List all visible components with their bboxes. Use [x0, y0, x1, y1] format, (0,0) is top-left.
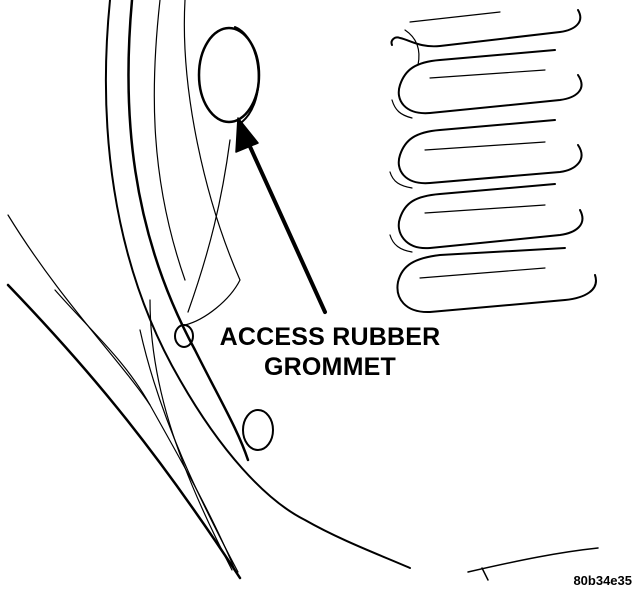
cushion-bolster-3: [397, 183, 584, 250]
figure-id: 80b34e35: [573, 573, 632, 588]
callout-line-2: GROMMET: [264, 353, 396, 381]
cushion-fold-3: [389, 234, 413, 253]
panel-outer-edge: [104, 0, 411, 569]
arrow-head: [235, 117, 259, 153]
cushion-roll-1: [404, 29, 420, 66]
cushion-line-3: [424, 204, 546, 214]
structure-line-4: [149, 299, 233, 571]
cushion-bolster-2: [397, 119, 583, 185]
seat-cushion: [389, 9, 597, 314]
floor-line: [467, 547, 599, 573]
grommet-callout-label: ACCESS RUBBER GROMMET: [190, 322, 470, 382]
panel-trim-line: [153, 0, 186, 281]
round-hole: [242, 409, 274, 451]
panel-arc-center: [187, 139, 231, 313]
structure-line-2: [7, 214, 236, 571]
structure-line-1: [6, 283, 242, 580]
cushion-bolster-4: [396, 247, 597, 314]
access-grommet: [197, 26, 261, 124]
structure-line-3: [54, 289, 151, 406]
arrow-shaft: [245, 138, 327, 314]
cushion-bolster-1: [397, 49, 583, 115]
structure-line-5: [139, 329, 239, 573]
grommet-rim: [234, 26, 260, 123]
small-hole: [174, 324, 194, 348]
lower-structure: [6, 214, 242, 580]
cushion-fold-1: [391, 99, 413, 119]
callout-arrow: [235, 117, 327, 314]
door-panel-edges: [104, 0, 411, 569]
cushion-line-1: [429, 69, 546, 79]
floor-tick: [481, 567, 489, 581]
panel-inner-edge: [127, 0, 250, 462]
callout-line-1: ACCESS RUBBER: [219, 323, 441, 351]
cushion-line-4: [419, 267, 546, 279]
cushion-line-2: [424, 141, 546, 151]
cushion-edge-1: [390, 9, 582, 48]
cushion-top-line: [409, 11, 501, 23]
cushion-fold-2: [389, 171, 413, 189]
panel-seam-line: [183, 0, 241, 326]
